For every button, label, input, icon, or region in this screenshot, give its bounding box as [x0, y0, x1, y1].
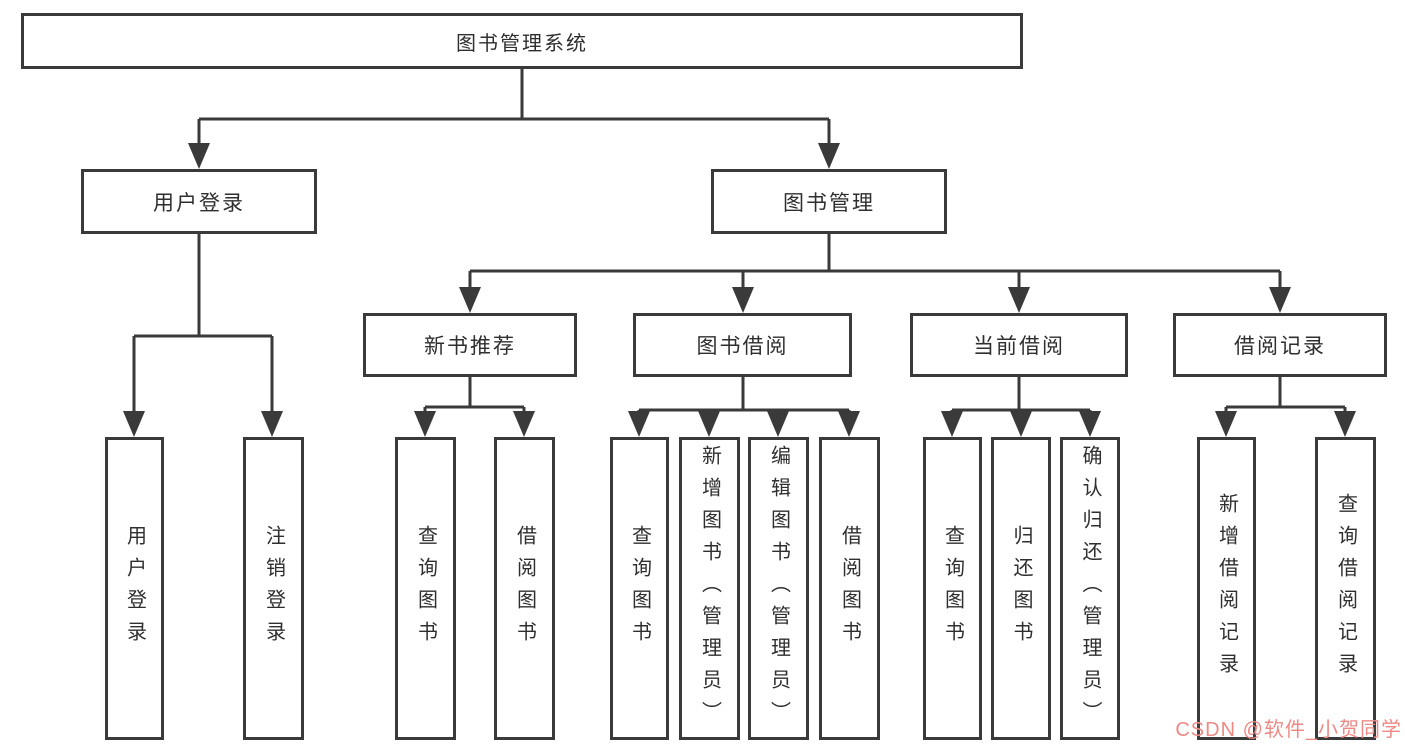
- leaf-borrow-books-recommend: 借阅图书: [494, 437, 555, 740]
- node-label: 图书管理: [783, 191, 875, 215]
- leaf-label: 借阅图书: [513, 524, 536, 653]
- leaf-add-borrow-record: 新增借阅记录: [1197, 437, 1256, 740]
- leaf-borrow-books: 借阅图书: [819, 437, 880, 740]
- leaf-query-borrow-record: 查询借阅记录: [1315, 437, 1376, 740]
- leaf-label: 查询图书: [628, 524, 651, 653]
- node-label: 新书推荐: [424, 335, 516, 358]
- leaf-label: 查询借阅记录: [1334, 492, 1357, 685]
- leaf-label: 注销登录: [262, 524, 285, 653]
- node-user-login: 用户登录: [81, 169, 317, 234]
- leaf-label: 归还图书: [1010, 524, 1032, 653]
- leaf-label: 查询图书: [941, 524, 964, 653]
- leaf-label: 编辑图书（管理员）: [767, 444, 790, 733]
- node-book-borrow: 图书借阅: [633, 313, 852, 377]
- leaf-query-books-current: 查询图书: [923, 437, 982, 740]
- node-label: 借阅记录: [1234, 335, 1326, 358]
- leaf-edit-books-admin: 编辑图书（管理员）: [748, 437, 809, 740]
- node-label: 当前借阅: [973, 335, 1065, 358]
- leaf-label: 用户登录: [123, 524, 146, 653]
- node-label: 图书借阅: [696, 335, 789, 358]
- node-current-borrow: 当前借阅: [910, 313, 1128, 377]
- node-new-book-recommend: 新书推荐: [363, 313, 577, 377]
- csdn-watermark: CSDN @软件_小贺同学: [1175, 719, 1402, 741]
- leaf-label: 查询图书: [414, 524, 437, 653]
- leaf-return-books: 归还图书: [991, 437, 1051, 740]
- node-label: 图书管理系统: [456, 32, 588, 55]
- node-borrow-records: 借阅记录: [1173, 313, 1387, 377]
- node-root-system: 图书管理系统: [21, 13, 1023, 69]
- leaf-label: 确认归还（管理员）: [1079, 444, 1101, 733]
- leaf-query-books-recommend: 查询图书: [395, 437, 456, 740]
- leaf-label: 新增借阅记录: [1215, 492, 1238, 685]
- leaf-query-books-borrow: 查询图书: [610, 437, 669, 740]
- node-book-management: 图书管理: [711, 169, 947, 234]
- leaf-label: 借阅图书: [838, 524, 861, 653]
- leaf-label: 新增图书（管理员）: [698, 444, 721, 733]
- node-label: 用户登录: [153, 191, 245, 215]
- leaf-user-login: 用户登录: [105, 437, 164, 740]
- leaf-logout: 注销登录: [243, 437, 304, 740]
- leaf-add-books-admin: 新增图书（管理员）: [679, 437, 740, 740]
- leaf-confirm-return-admin: 确认归还（管理员）: [1060, 437, 1120, 740]
